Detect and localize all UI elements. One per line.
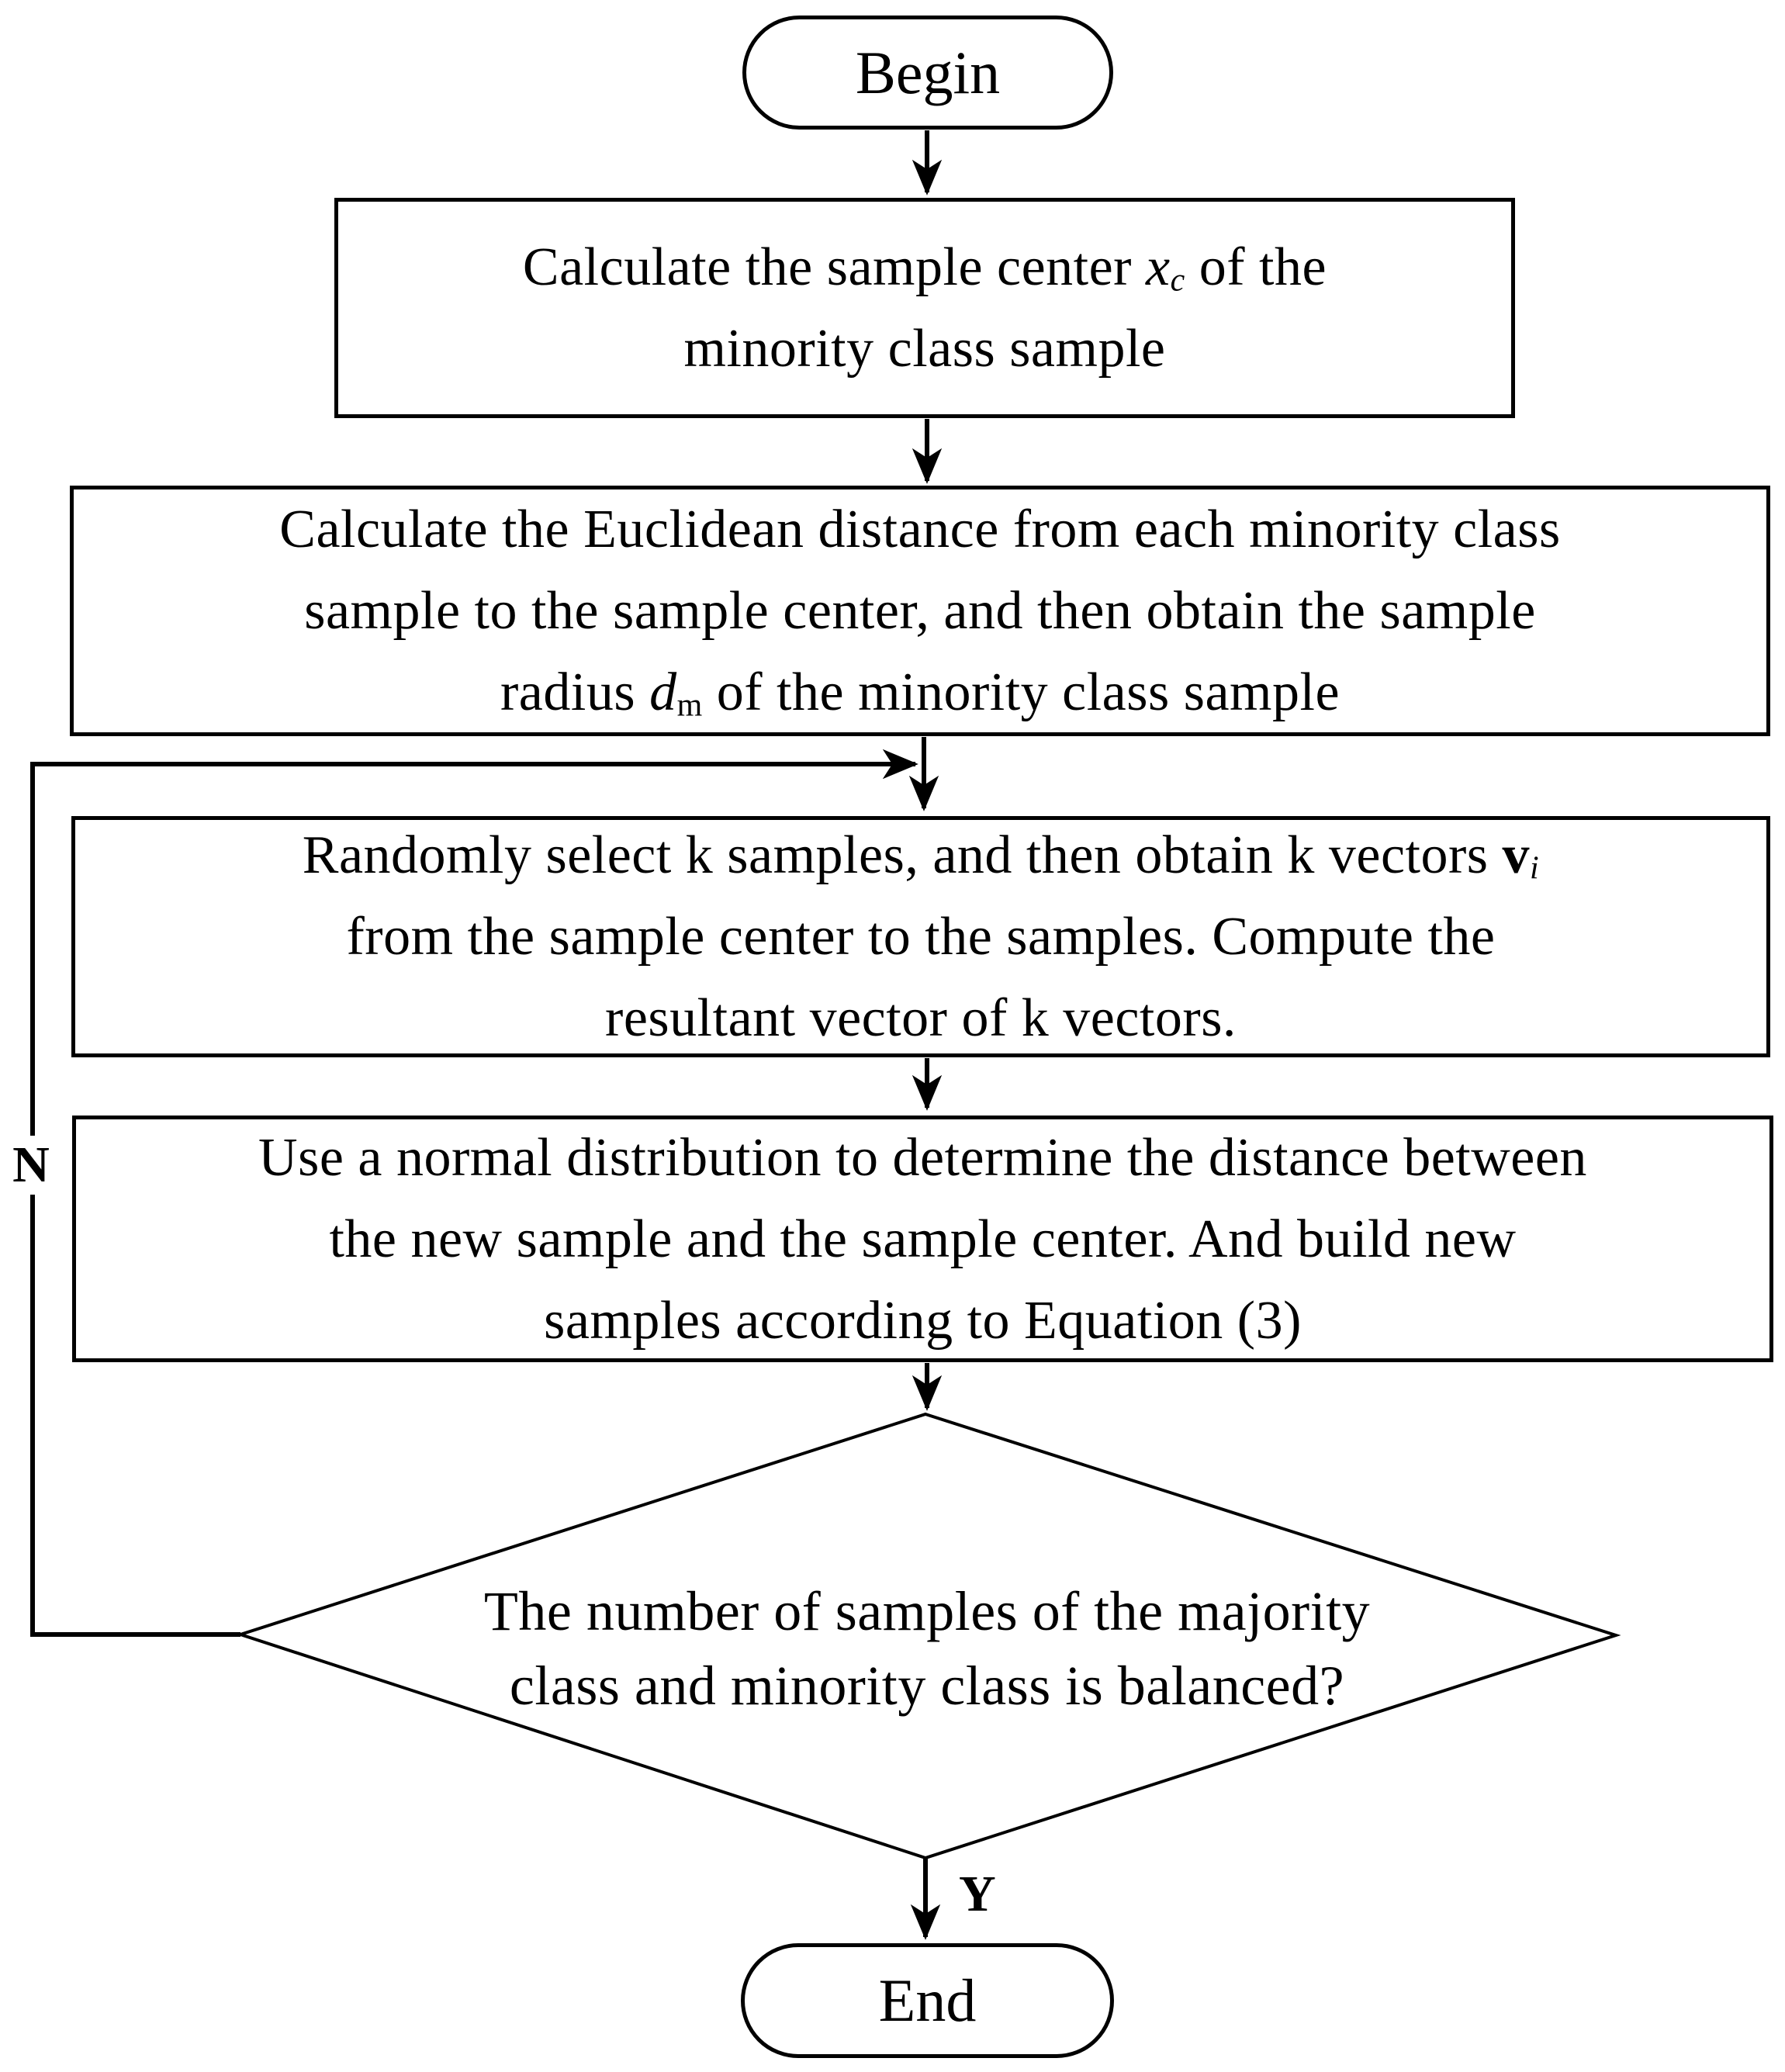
box2-var-d: d [649,662,677,722]
text-line: samples according to Equation (3) [544,1280,1302,1361]
box3-line1-pre: Randomly select k samples, and then obta… [302,825,1503,885]
calc-sample-center-box: Calculate the sample center xc of the mi… [334,198,1515,418]
text-line: from the sample center to the samples. C… [347,896,1496,977]
box3-line2: from the sample center to the samples. C… [346,907,1496,967]
text-line: resultant vector of k vectors. [605,977,1237,1059]
decision-line1: The number of samples of the majority [483,1580,1371,1643]
text-line: class and minority class is balanced? [510,1649,1344,1723]
box4-line3: samples according to Equation (3) [544,1290,1302,1351]
no-branch-label-text: N [12,1136,50,1193]
begin-label: Begin [855,38,1001,106]
no-branch-connector [30,749,918,1637]
box1-line1-post: of the [1185,237,1327,297]
box3-var-v-sub: i [1530,850,1540,887]
box4-line1: Use a normal distribution to determine t… [258,1127,1587,1188]
box4-line2: the new sample and the sample center. An… [329,1209,1517,1269]
text-line: Calculate the sample center xc of the [523,227,1327,308]
calc-euclidean-distance-box: Calculate the Euclidean distance from ea… [70,486,1770,736]
balance-decision-text: The number of samples of the majority cl… [287,1519,1567,1779]
box3-line3: resultant vector of k vectors. [605,988,1237,1048]
yes-branch-label: Y [959,1865,996,1924]
box2-line3-pre: radius [500,662,650,722]
box3-var-v: v [1502,825,1531,885]
text-line: Calculate the Euclidean distance from ea… [279,489,1561,570]
box2-line2: sample to the sample center, and then ob… [304,581,1536,641]
box2-var-d-sub: m [676,687,703,724]
text-line: sample to the sample center, and then ob… [304,570,1536,652]
text-line: radius dm of the minority class sample [500,652,1340,733]
no-branch-label: N [3,1136,59,1195]
decision-line2: class and minority class is balanced? [509,1654,1345,1717]
text-line: The number of samples of the majority [484,1575,1370,1648]
box2-line3-post: of the minority class sample [702,662,1340,722]
end-label: End [878,1966,977,2034]
box1-var-x-sub: c [1170,262,1185,299]
box1-var-x: x [1146,237,1171,297]
box1-line2: minority class sample [683,319,1166,379]
text-line: minority class sample [684,308,1166,389]
random-select-k-samples-box: Randomly select k samples, and then obta… [71,816,1770,1057]
box2-line1: Calculate the Euclidean distance from ea… [279,500,1561,559]
normal-distribution-box: Use a normal distribution to determine t… [72,1116,1773,1362]
text-line: Randomly select k samples, and then obta… [303,815,1539,896]
box1-line1-pre: Calculate the sample center [522,237,1146,297]
text-line: the new sample and the sample center. An… [329,1199,1516,1280]
begin-terminator: Begin [742,16,1113,130]
text-line: Use a normal distribution to determine t… [258,1117,1587,1199]
yes-branch-label-text: Y [959,1866,996,1922]
end-terminator: End [741,1943,1114,2058]
